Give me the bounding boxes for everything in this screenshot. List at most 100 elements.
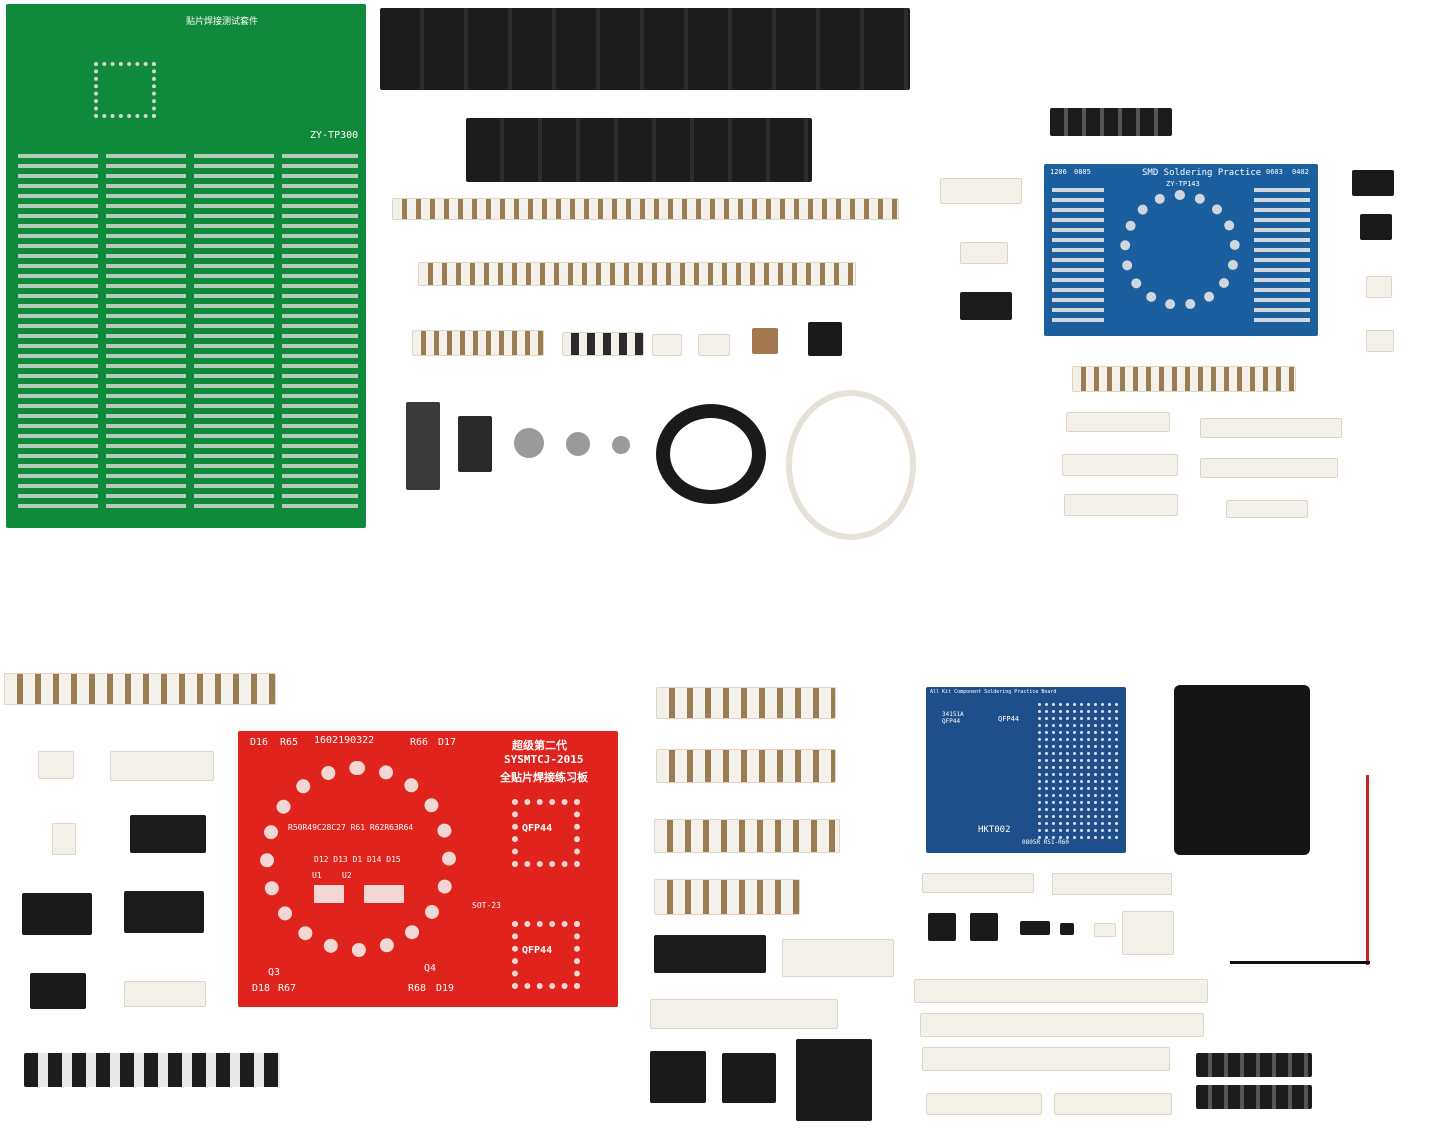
red-title-line1: 超级第二代 <box>512 739 567 752</box>
green-board-title: 贴片焊接测试套件 <box>186 17 259 27</box>
ic-tape-short <box>466 118 812 182</box>
blue-part-1 <box>1366 276 1392 298</box>
red-qfp-label-1: QFP44 <box>522 823 553 834</box>
usb-connector <box>458 416 492 472</box>
navy-tape-8 <box>1054 1093 1172 1115</box>
size-label-0402: 0402 <box>1292 168 1309 176</box>
blue-tape-3 <box>1200 418 1342 438</box>
red-title-line3: 全贴片焊接练习板 <box>500 771 588 784</box>
navy-qfp-2 <box>970 913 998 941</box>
navy-tape-7 <box>926 1093 1042 1115</box>
size-label-1206: 1206 <box>1050 168 1067 176</box>
soic-chip-1 <box>1352 170 1394 196</box>
navy-tape-1 <box>922 873 1034 893</box>
navy-kit-photo: All Kit Component Soldering Practice Boa… <box>900 675 1429 1139</box>
resistor-tape-2 <box>418 262 856 286</box>
red-soic-tube <box>796 1039 872 1121</box>
navy-pcb-board: All Kit Component Soldering Practice Boa… <box>926 687 1126 853</box>
pad-grid-1 <box>18 154 98 514</box>
red-board-id: 1602190322 <box>314 735 375 746</box>
blue-part-2 <box>1366 330 1394 352</box>
red-ref-d16: D16 <box>250 737 269 748</box>
red-ref-d17: D17 <box>438 737 457 748</box>
red-ref-r68: R68 <box>408 983 427 994</box>
red-ref-q4: Q4 <box>424 963 437 974</box>
crystal <box>406 402 440 490</box>
red-soic-1 <box>22 893 92 935</box>
blue-tape-5 <box>1200 458 1338 478</box>
sot-tape-top <box>1050 108 1172 136</box>
red-tape-r1 <box>656 687 836 719</box>
red-tape-r2 <box>656 749 836 783</box>
blue-tape-7 <box>1226 500 1308 518</box>
battery-wire-black <box>1230 961 1370 964</box>
resistor-tape-3 <box>412 330 544 356</box>
navy-sot-strip-1 <box>1196 1053 1312 1077</box>
navy-part-1 <box>1094 923 1116 937</box>
white-wire-coil <box>786 390 916 540</box>
blue-tape-2 <box>1066 412 1170 432</box>
blue-pad-column-right <box>1254 188 1310 328</box>
red-qfp-chip-1 <box>650 1051 706 1103</box>
red-led-strip <box>24 1053 280 1087</box>
navy-qfp-1 <box>928 913 956 941</box>
ic-tape-long <box>380 8 910 90</box>
blue-led-ring <box>1120 190 1240 310</box>
red-u2-label: U2 <box>342 871 352 880</box>
blue-tape-1 <box>1072 366 1296 392</box>
blue-kit-photo: SMD Soldering Practice ZY-TP143 1206 080… <box>930 90 1429 530</box>
qfp-chip <box>808 322 842 356</box>
red-ref-d19: D19 <box>436 983 455 994</box>
red-tape-r5 <box>782 939 894 977</box>
blue-diode-strip <box>960 242 1008 264</box>
navy-model: HKT002 <box>978 825 1011 835</box>
small-part-1 <box>652 334 682 356</box>
navy-sot-1 <box>1060 923 1074 935</box>
capacitor-3 <box>612 436 630 454</box>
red-row-label-1: R50R49C28C27 R61 R62R63R64 <box>288 823 414 832</box>
navy-footer: 0805R R51-R60 <box>1022 839 1069 846</box>
navy-tape-5 <box>920 1013 1204 1037</box>
black-tape-coil <box>656 404 766 504</box>
navy-sot-strip-2 <box>1196 1085 1312 1109</box>
blue-tape-4 <box>1062 454 1178 476</box>
red-sot-strip-3 <box>654 935 766 973</box>
red-sot-strip-1 <box>130 815 206 853</box>
red-ref-q3: Q3 <box>268 967 281 978</box>
blue-pad-column-left <box>1052 188 1104 328</box>
red-u1-footprint <box>314 885 344 903</box>
diode-strip <box>562 332 644 356</box>
size-label-0603: 0603 <box>1266 168 1283 176</box>
red-tape-top <box>4 673 276 705</box>
resistor-tape-1 <box>392 198 899 220</box>
red-qfp-chip-2 <box>722 1053 776 1103</box>
small-part-2 <box>698 334 730 356</box>
tact-switch <box>752 328 778 354</box>
red-pcb-board: 1602190322 D16 R65 R66 D17 D18 R67 R68 D… <box>238 731 618 1007</box>
red-sot-strip-2 <box>124 891 204 933</box>
blue-tape-6 <box>1064 494 1178 516</box>
navy-qfp-label: QFP44 <box>998 715 1020 723</box>
qfp-footprint <box>94 62 156 118</box>
battery-wire-red <box>1366 775 1369 965</box>
red-diode-strip-2 <box>650 999 838 1029</box>
capacitor-2 <box>566 432 590 456</box>
red-part-1 <box>38 751 74 779</box>
size-label-0805: 0805 <box>1074 168 1091 176</box>
red-ref-r67: R67 <box>278 983 297 994</box>
red-qfp-footprint-2 <box>512 921 580 989</box>
red-tape-r3 <box>654 819 840 853</box>
blue-sot-strip <box>960 292 1012 320</box>
navy-tape-6 <box>922 1047 1170 1071</box>
red-part-2 <box>52 823 76 855</box>
red-ref-d18: D18 <box>252 983 271 994</box>
red-qfp-label-2: QFP44 <box>522 945 553 956</box>
blue-board-model: ZY-TP143 <box>1166 180 1200 188</box>
green-pcb-board: 贴片焊接测试套件 ZY-TP300 <box>6 4 366 528</box>
capacitor-1 <box>514 428 544 458</box>
blue-resistor-strip-1 <box>940 178 1022 204</box>
soic-chip-2 <box>1360 214 1392 240</box>
navy-chip-label: 34151A QFP44 <box>942 711 964 725</box>
red-kit-photo: 1602190322 D16 R65 R66 D17 D18 R67 R68 D… <box>0 655 900 1139</box>
red-tape-small <box>110 751 214 781</box>
